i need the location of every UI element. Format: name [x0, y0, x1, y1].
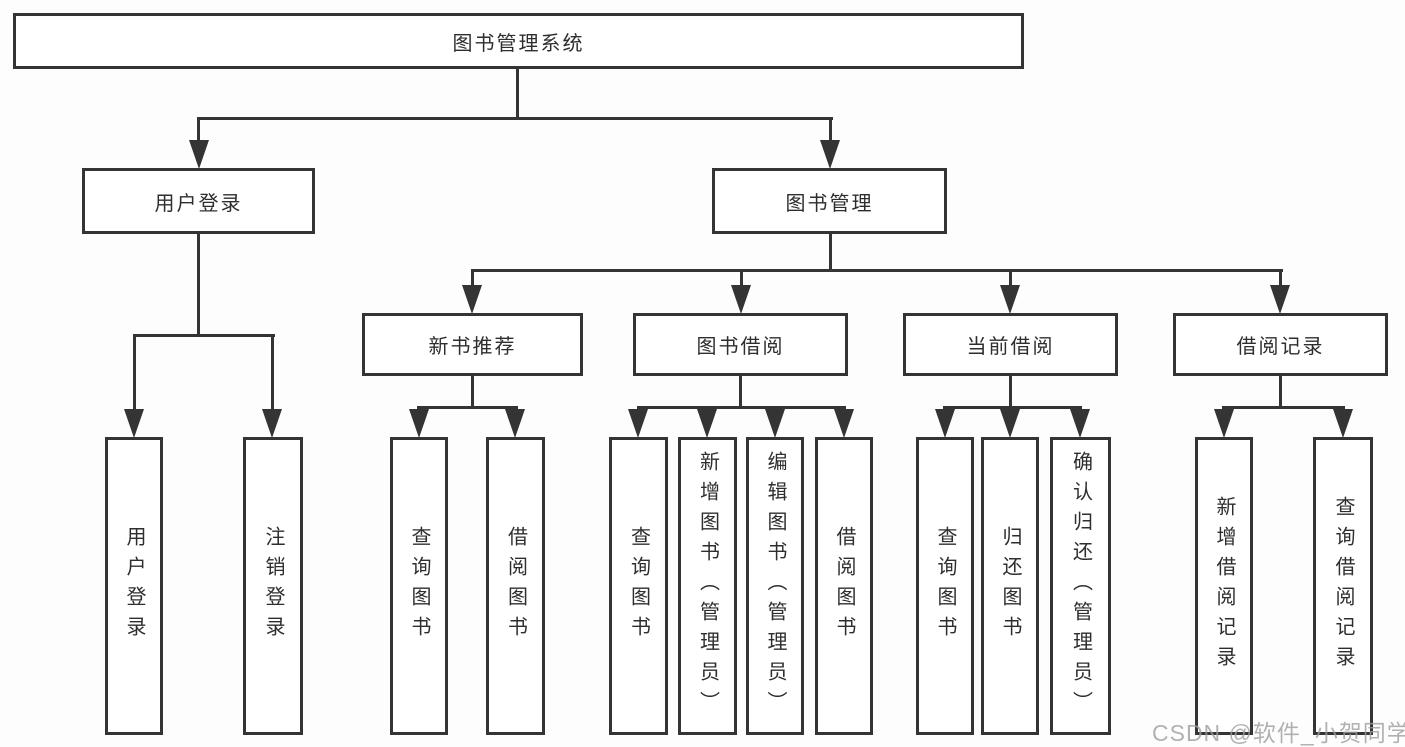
- leaf-newbook-query-books: 查询图书: [390, 437, 448, 735]
- leaf-borrow-borrow-books-label: 借阅图书: [833, 526, 855, 646]
- leaf-current-query-books: 查询图书: [916, 437, 974, 735]
- leaf-user-login-label: 用户登录: [123, 526, 145, 646]
- leaf-borrow-query-books: 查询图书: [609, 437, 668, 735]
- leaf-current-query-books-label: 查询图书: [934, 526, 956, 646]
- connector-user-login-stem: [197, 231, 200, 337]
- connector-current-borrow-branch: [943, 406, 1082, 409]
- connector-current-borrow-stem: [1009, 374, 1012, 408]
- leaf-current-confirm-return-admin: 确认归还（管理员）: [1050, 437, 1111, 735]
- connector-book-borrow-branch: [637, 406, 846, 409]
- node-book-borrow: 图书借阅: [633, 313, 848, 376]
- connector-book-management-branch: [471, 269, 1283, 272]
- node-borrow-records: 借阅记录: [1173, 313, 1388, 376]
- arrowhead-leaf-logout: [262, 409, 282, 438]
- connector-borrow-records-branch: [1222, 406, 1345, 409]
- arrowhead-newbook-query: [409, 409, 429, 438]
- connector-new-book-branch: [417, 406, 518, 409]
- leaf-user-login: 用户登录: [105, 437, 163, 735]
- arrowhead-borrow-borrow: [834, 409, 854, 438]
- node-book-borrow-label: 图书借阅: [696, 336, 785, 358]
- connector-drop-leaf-logout: [271, 336, 274, 411]
- leaf-newbook-query-books-label: 查询图书: [408, 526, 430, 646]
- arrowhead-newbook-borrow: [505, 409, 525, 438]
- connector-drop-current-borrow: [1009, 271, 1012, 287]
- node-user-login-label: 用户登录: [154, 192, 243, 215]
- connector-book-borrow-stem: [739, 374, 742, 408]
- arrowhead-records-query: [1333, 409, 1353, 438]
- arrowhead-book-borrow: [731, 285, 751, 314]
- leaf-current-return-books-label: 归还图书: [999, 526, 1021, 646]
- connector-new-book-stem: [471, 374, 474, 408]
- node-book-management: 图书管理: [712, 168, 947, 234]
- leaf-borrow-query-books-label: 查询图书: [627, 526, 650, 646]
- connector-borrow-records-stem: [1279, 374, 1282, 408]
- arrowhead-leaf-login: [124, 409, 144, 438]
- leaf-borrow-add-books-admin: 新增图书（管理员）: [678, 437, 737, 735]
- leaf-current-confirm-return-admin-label: 确认归还（管理员）: [1069, 451, 1092, 721]
- leaf-records-add-record-label: 新增借阅记录: [1213, 496, 1235, 676]
- connector-drop-user-login: [197, 119, 200, 142]
- node-current-borrow-label: 当前借阅: [966, 336, 1055, 358]
- leaf-borrow-borrow-books: 借阅图书: [815, 437, 873, 735]
- connector-drop-book-management: [829, 119, 832, 142]
- leaf-records-query-record-label: 查询借阅记录: [1332, 496, 1354, 676]
- node-borrow-records-label: 借阅记录: [1236, 336, 1325, 358]
- node-book-management-label: 图书管理: [785, 192, 874, 215]
- node-new-book-recommend: 新书推荐: [362, 313, 583, 376]
- leaf-current-return-books: 归还图书: [981, 437, 1039, 735]
- connector-drop-borrow-records: [1279, 271, 1282, 287]
- leaf-logout-label: 注销登录: [262, 526, 284, 646]
- leaf-newbook-borrow-books: 借阅图书: [486, 437, 545, 735]
- node-root-label: 图书管理系统: [452, 32, 585, 55]
- leaf-records-add-record: 新增借阅记录: [1195, 437, 1253, 735]
- node-current-borrow: 当前借阅: [903, 313, 1118, 376]
- arrowhead-current-return: [1000, 409, 1020, 438]
- connector-root-branch: [197, 117, 833, 120]
- connector-root-stem: [516, 66, 519, 119]
- arrowhead-borrow-records: [1270, 285, 1290, 314]
- watermark: CSDN @软件_小贺同学: [1152, 720, 1405, 746]
- connector-drop-new-book: [471, 271, 474, 287]
- leaf-records-query-record: 查询借阅记录: [1313, 437, 1373, 735]
- connector-drop-book-borrow: [740, 271, 743, 287]
- leaf-logout: 注销登录: [243, 437, 303, 735]
- arrowhead-borrow-add: [697, 409, 717, 438]
- connector-book-management-stem: [829, 232, 832, 272]
- arrowhead-current-confirm: [1070, 409, 1090, 438]
- node-user-login: 用户登录: [82, 168, 315, 234]
- arrowhead-new-book: [462, 285, 482, 314]
- leaf-newbook-borrow-books-label: 借阅图书: [504, 526, 527, 646]
- connector-user-login-branch: [133, 334, 275, 337]
- arrowhead-records-add: [1214, 409, 1234, 438]
- arrowhead-current-query: [935, 409, 955, 438]
- node-new-book-recommend-label: 新书推荐: [428, 336, 517, 358]
- node-root: 图书管理系统: [13, 13, 1024, 69]
- leaf-borrow-edit-books-admin: 编辑图书（管理员）: [746, 437, 804, 735]
- arrowhead-current-borrow: [1000, 285, 1020, 314]
- arrowhead-borrow-query: [628, 409, 648, 438]
- arrowhead-book-management: [820, 140, 840, 169]
- leaf-borrow-edit-books-admin-label: 编辑图书（管理员）: [764, 451, 786, 721]
- leaf-borrow-add-books-admin-label: 新增图书（管理员）: [696, 451, 719, 721]
- connector-drop-leaf-login: [133, 336, 136, 411]
- arrowhead-borrow-edit: [765, 409, 785, 438]
- arrowhead-user-login: [189, 140, 209, 169]
